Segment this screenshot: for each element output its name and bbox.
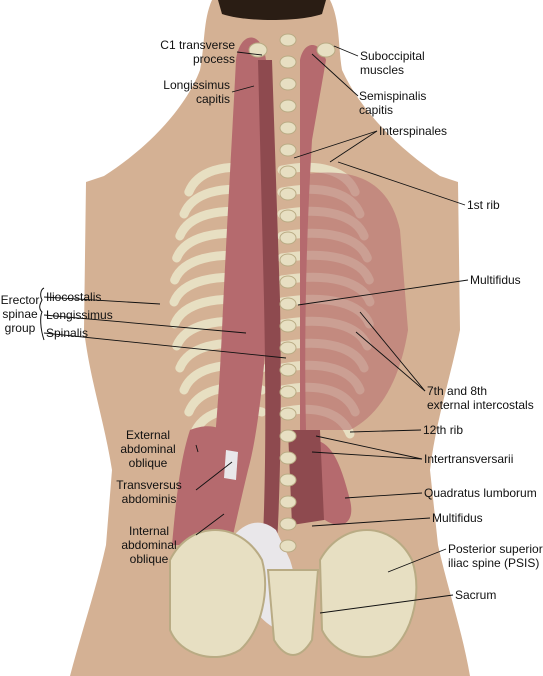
label-leader-lines	[39, 45, 469, 614]
label-erector-spinae-group: Erector spinae group	[0, 293, 40, 335]
leader-line	[344, 492, 423, 499]
label-multifidus-lower: Multifidus	[432, 511, 483, 525]
vertebra	[279, 407, 297, 421]
vertebra	[279, 99, 297, 113]
label-1st-rib: 1st rib	[467, 198, 500, 212]
leader-line	[359, 311, 426, 392]
vertebra	[279, 539, 297, 553]
c1-transverse-right	[316, 42, 336, 58]
leader-line	[297, 279, 469, 306]
leader-line	[311, 53, 359, 97]
vertebra	[279, 209, 297, 223]
label-longissimus: Longissimus	[46, 308, 113, 322]
transversus-aponeurosis	[224, 450, 238, 480]
multifidus-lower-muscle	[288, 430, 324, 525]
label-interspinales: Interspinales	[379, 124, 448, 138]
label-internal-abdominal-oblique: Internal abdominal oblique	[121, 524, 177, 566]
leader-line	[195, 461, 233, 491]
vertebra	[279, 143, 297, 157]
vertebra	[279, 363, 297, 377]
sacrum-bone	[266, 569, 320, 656]
vertebra	[279, 385, 297, 399]
vertebra	[279, 495, 297, 509]
label-external-abdominal-oblique: External abdominal oblique	[120, 428, 176, 470]
leader-line	[195, 513, 225, 536]
vertebra	[279, 473, 297, 487]
label-12th-rib: 12th rib	[423, 423, 464, 437]
vertebra	[279, 451, 297, 465]
leader-line	[231, 85, 255, 93]
label-external-intercostals: 7th and 8th external intercostals	[427, 384, 534, 412]
vertebra	[279, 121, 297, 135]
abdominal-obliques	[172, 426, 238, 545]
leader-line	[315, 435, 423, 460]
hair	[218, 0, 326, 20]
leader-line	[349, 429, 422, 433]
vertebra	[279, 253, 297, 267]
pelvis-and-spine	[169, 33, 418, 659]
leader-line	[43, 332, 287, 359]
label-multifidus-upper: Multifidus	[470, 273, 521, 287]
leader-line	[236, 51, 263, 56]
label-transversus-abdominis: Transversus abdominis	[116, 478, 182, 506]
leader-line	[195, 444, 199, 453]
pelvis-left	[169, 529, 267, 659]
vertebra	[279, 517, 297, 531]
label-suboccipital-muscles: Suboccipital muscles	[360, 49, 425, 77]
label-spinalis: Spinalis	[46, 326, 89, 340]
vertebra	[279, 275, 297, 289]
label-semispinalis-capitis: Semispinalis capitis	[359, 89, 427, 117]
label-quadratus-lumborum: Quadratus lumborum	[424, 486, 537, 500]
vertebra	[279, 187, 297, 201]
leader-line	[311, 517, 431, 527]
c1-transverse-left	[248, 42, 268, 58]
vertebra	[279, 55, 297, 69]
spinalis	[258, 60, 281, 560]
vertebra	[279, 33, 297, 47]
label-iliocostalis: Iliocostalis	[46, 290, 102, 304]
vertebra	[279, 77, 297, 91]
vertebra	[279, 297, 297, 311]
leader-line	[43, 296, 161, 305]
leader-line	[329, 130, 378, 163]
external-intercostals	[300, 172, 408, 430]
semispinalis	[300, 45, 326, 430]
leader-line	[333, 45, 359, 57]
muscle-layer	[172, 37, 408, 630]
label-longissimus-capitis: Longissimus capitis	[163, 78, 230, 106]
label-psis: Posterior superior iliac spine (PSIS)	[448, 542, 543, 570]
leader-line	[293, 130, 378, 159]
leader-line	[311, 451, 423, 460]
leader-line	[337, 161, 466, 206]
erector-spinae-bracket	[39, 287, 45, 341]
vertebra	[279, 319, 297, 333]
leader-line	[319, 594, 454, 614]
leader-line	[43, 314, 247, 334]
leader-line	[355, 331, 426, 392]
leader-line	[387, 548, 447, 573]
label-intertransversarii: Intertransversarii	[424, 452, 514, 466]
label-sacrum: Sacrum	[455, 588, 497, 602]
label-c1-transverse-process: C1 transverse process	[160, 38, 235, 66]
vertebra	[279, 429, 297, 443]
vertebra	[279, 341, 297, 355]
vertebra	[279, 165, 297, 179]
pelvis-right	[318, 529, 418, 659]
vertebra	[279, 231, 297, 245]
